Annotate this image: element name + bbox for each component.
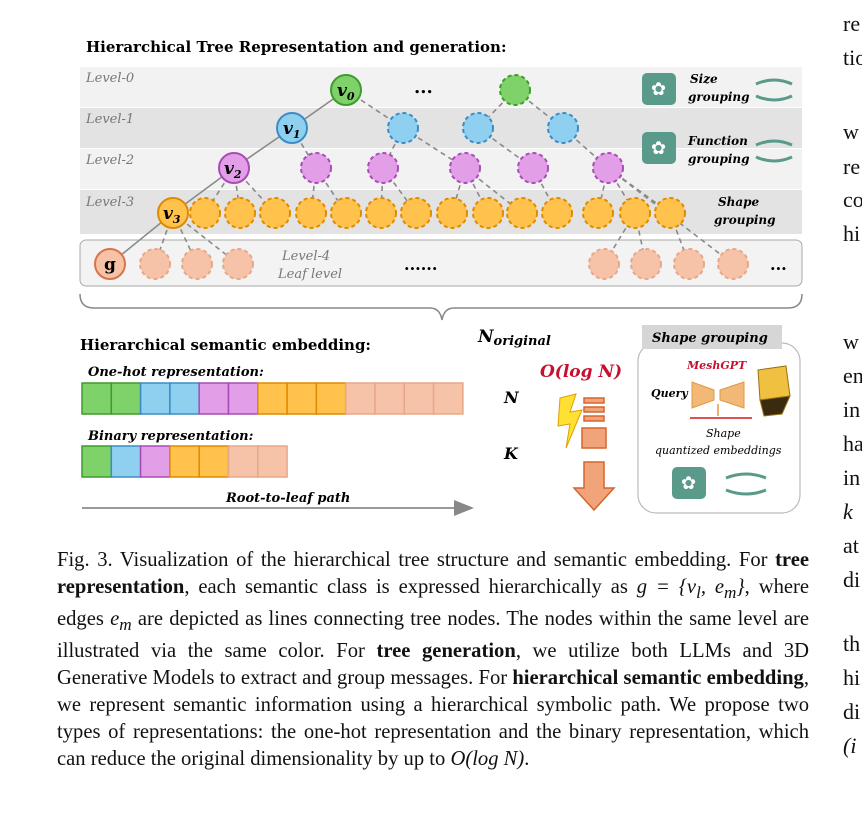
embedding-cell <box>81 382 113 415</box>
node-v1 <box>276 112 308 144</box>
shape-3d-icon <box>757 365 791 417</box>
ellipsis-leaf: ...... <box>404 255 437 274</box>
gpt-icon: ✿ <box>642 73 676 105</box>
level-band-0 <box>80 67 802 107</box>
caption-bold: tree representation <box>57 549 809 598</box>
embedding-cell <box>374 382 406 415</box>
embedding-cell <box>344 382 376 415</box>
embedding-cell <box>110 445 142 478</box>
gpt-icon: ✿ <box>672 467 706 499</box>
node-g-label: g <box>104 255 116 275</box>
node-v1-label: v1 <box>283 119 301 141</box>
embedding-cell <box>432 382 464 415</box>
ellipsis-leaf-end: ... <box>770 255 787 274</box>
cycle-arrows-icon <box>755 78 793 102</box>
compression-arrow <box>572 397 616 512</box>
node-level0-2 <box>499 74 531 106</box>
query-label: Query <box>651 387 689 400</box>
embedding-cell <box>169 445 200 478</box>
level2-nodes <box>300 152 624 184</box>
cycle-arrows-icon <box>725 472 767 496</box>
caption-bold: hierarchical semantic embedding <box>512 667 804 690</box>
node-v0-label: v0 <box>337 81 355 103</box>
caption-bold: tree generation <box>376 640 516 663</box>
level-label-2: Level-2 <box>85 153 134 168</box>
embedding-cell <box>139 445 171 478</box>
level3-nodes <box>189 197 686 229</box>
embedding-cell <box>227 445 259 478</box>
caption-text: are depicted as lines connecting tree no… <box>57 608 809 663</box>
shape-panel-title: Shape grouping <box>652 331 768 346</box>
svg-text:✿: ✿ <box>651 138 666 159</box>
caption-text: , each semantic class is expressed hiera… <box>184 576 637 598</box>
onehot-bar <box>81 382 464 415</box>
caption-text: , where edges <box>57 576 810 631</box>
figure-title: Hierarchical Tree Representation and gen… <box>86 38 507 56</box>
caption-math: O(log N) <box>450 748 525 771</box>
figure-caption: Fig. 3. Visualization of the hierarchica… <box>57 547 809 773</box>
caption-text: . <box>524 748 530 771</box>
level-label-1: Level-1 <box>85 112 134 127</box>
complexity-label: O(log N) <box>540 362 622 382</box>
embedding-cell <box>198 445 230 478</box>
caption-math: em <box>110 608 132 635</box>
embedding-cell <box>81 445 113 478</box>
node-v0 <box>330 74 362 106</box>
svg-text:✿: ✿ <box>651 79 666 100</box>
caption-text: , we represent semantic information usin… <box>57 667 809 771</box>
node-g <box>94 248 126 280</box>
level-band-2 <box>80 149 802 189</box>
embedding-cell <box>139 382 171 415</box>
caption-text: , we utilize both LLMs and 3D Generative… <box>57 640 810 690</box>
binary-label: Binary representation: <box>87 429 254 444</box>
n-original-label: Noriginal <box>477 327 551 349</box>
encoder-icon <box>691 381 715 409</box>
node-v2 <box>218 152 250 184</box>
onehot-label: One-hot representation: <box>88 365 264 380</box>
leaf-nodes <box>139 248 749 280</box>
embedding-cell <box>257 445 288 478</box>
level-band-1 <box>80 108 802 148</box>
leaf-level-box <box>79 239 803 287</box>
cycle-arrows-icon <box>755 139 793 163</box>
figure-3: Hierarchical Tree Representation and gen… <box>79 38 803 516</box>
brace <box>79 293 803 321</box>
ellipsis-level-0: ... <box>414 77 433 98</box>
embedding-cell <box>257 382 288 415</box>
binary-bar <box>81 445 288 478</box>
shape-panel-header <box>642 325 782 349</box>
node-v3-label: v3 <box>163 204 181 226</box>
level-label-3: Level-3 <box>85 195 134 210</box>
lightning-icon <box>557 393 583 449</box>
caption-text: Fig. 3. Visualization of the hierarchica… <box>57 549 776 571</box>
embedding-cell <box>169 382 200 415</box>
embedding-cell <box>110 382 142 415</box>
embedding-cell <box>198 382 230 415</box>
node-v2-label: v2 <box>224 159 242 181</box>
embedding-cell <box>315 382 347 415</box>
gpt-icon: ✿ <box>642 132 676 164</box>
embedding-cell <box>403 382 435 415</box>
meshgpt-label: MeshGPT <box>686 359 747 372</box>
caption-math: g = {vl, em} <box>636 576 745 603</box>
decoder-icon <box>719 381 745 409</box>
svg-text:✿: ✿ <box>681 473 696 494</box>
level1-nodes <box>387 112 579 144</box>
root-to-leaf-label: Root-to-leaf path <box>225 491 350 506</box>
level-label-0: Level-0 <box>85 71 134 86</box>
leaf-level-label-2: Leaf level <box>277 267 342 282</box>
embedding-cell <box>227 382 259 415</box>
n-label: N <box>503 388 520 407</box>
node-v3 <box>157 197 189 229</box>
embedding-cell <box>286 382 318 415</box>
leaf-level-label-1: Level-4 <box>281 249 330 264</box>
embedding-title: Hierarchical semantic embedding: <box>80 336 371 354</box>
k-label: K <box>503 444 519 463</box>
